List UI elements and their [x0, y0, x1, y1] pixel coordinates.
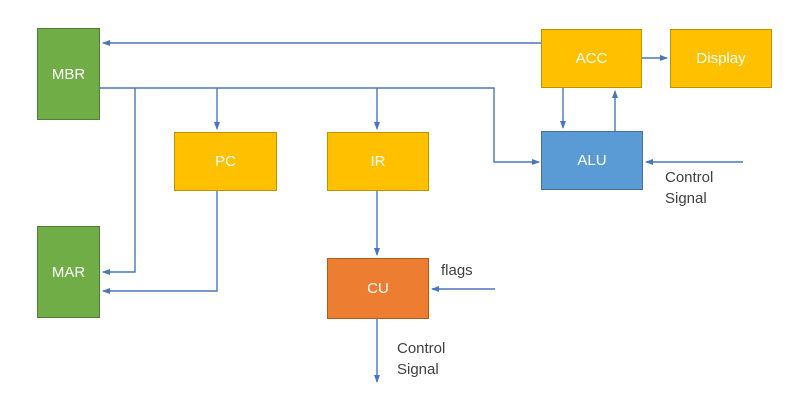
edge-mbr-to-mar: [102, 88, 136, 275]
node-display: Display: [670, 29, 772, 88]
node-acc: ACC: [541, 29, 642, 88]
node-cu: CU: [327, 258, 429, 319]
edge-mbr-bus-to-alu: [98, 87, 540, 165]
label-control-signal-alu: Control Signal: [665, 169, 714, 207]
node-mar: MAR: [37, 226, 100, 318]
edge-pc-to-mar: [102, 191, 218, 294]
node-pc: PC: [174, 132, 277, 191]
node-mbr: MBR: [37, 28, 100, 120]
node-ir: IR: [327, 132, 429, 191]
label-control-signal-cu: Control Signal: [397, 340, 446, 378]
label-flags: flags: [441, 262, 473, 279]
node-alu: ALU: [541, 131, 643, 190]
